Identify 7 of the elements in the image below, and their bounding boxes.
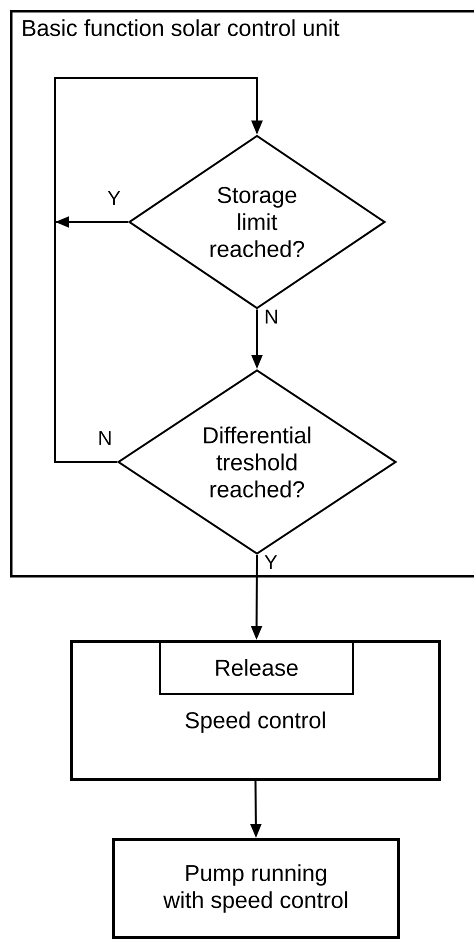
step-box: Release: [159, 640, 354, 695]
edge-label: N: [266, 310, 277, 324]
edge-label: N: [99, 431, 111, 445]
edge-label: Y: [264, 555, 278, 569]
process-box: Pump running with speed control: [112, 838, 400, 939]
edge-label: Y: [108, 191, 120, 205]
arrow: [54, 77, 263, 463]
